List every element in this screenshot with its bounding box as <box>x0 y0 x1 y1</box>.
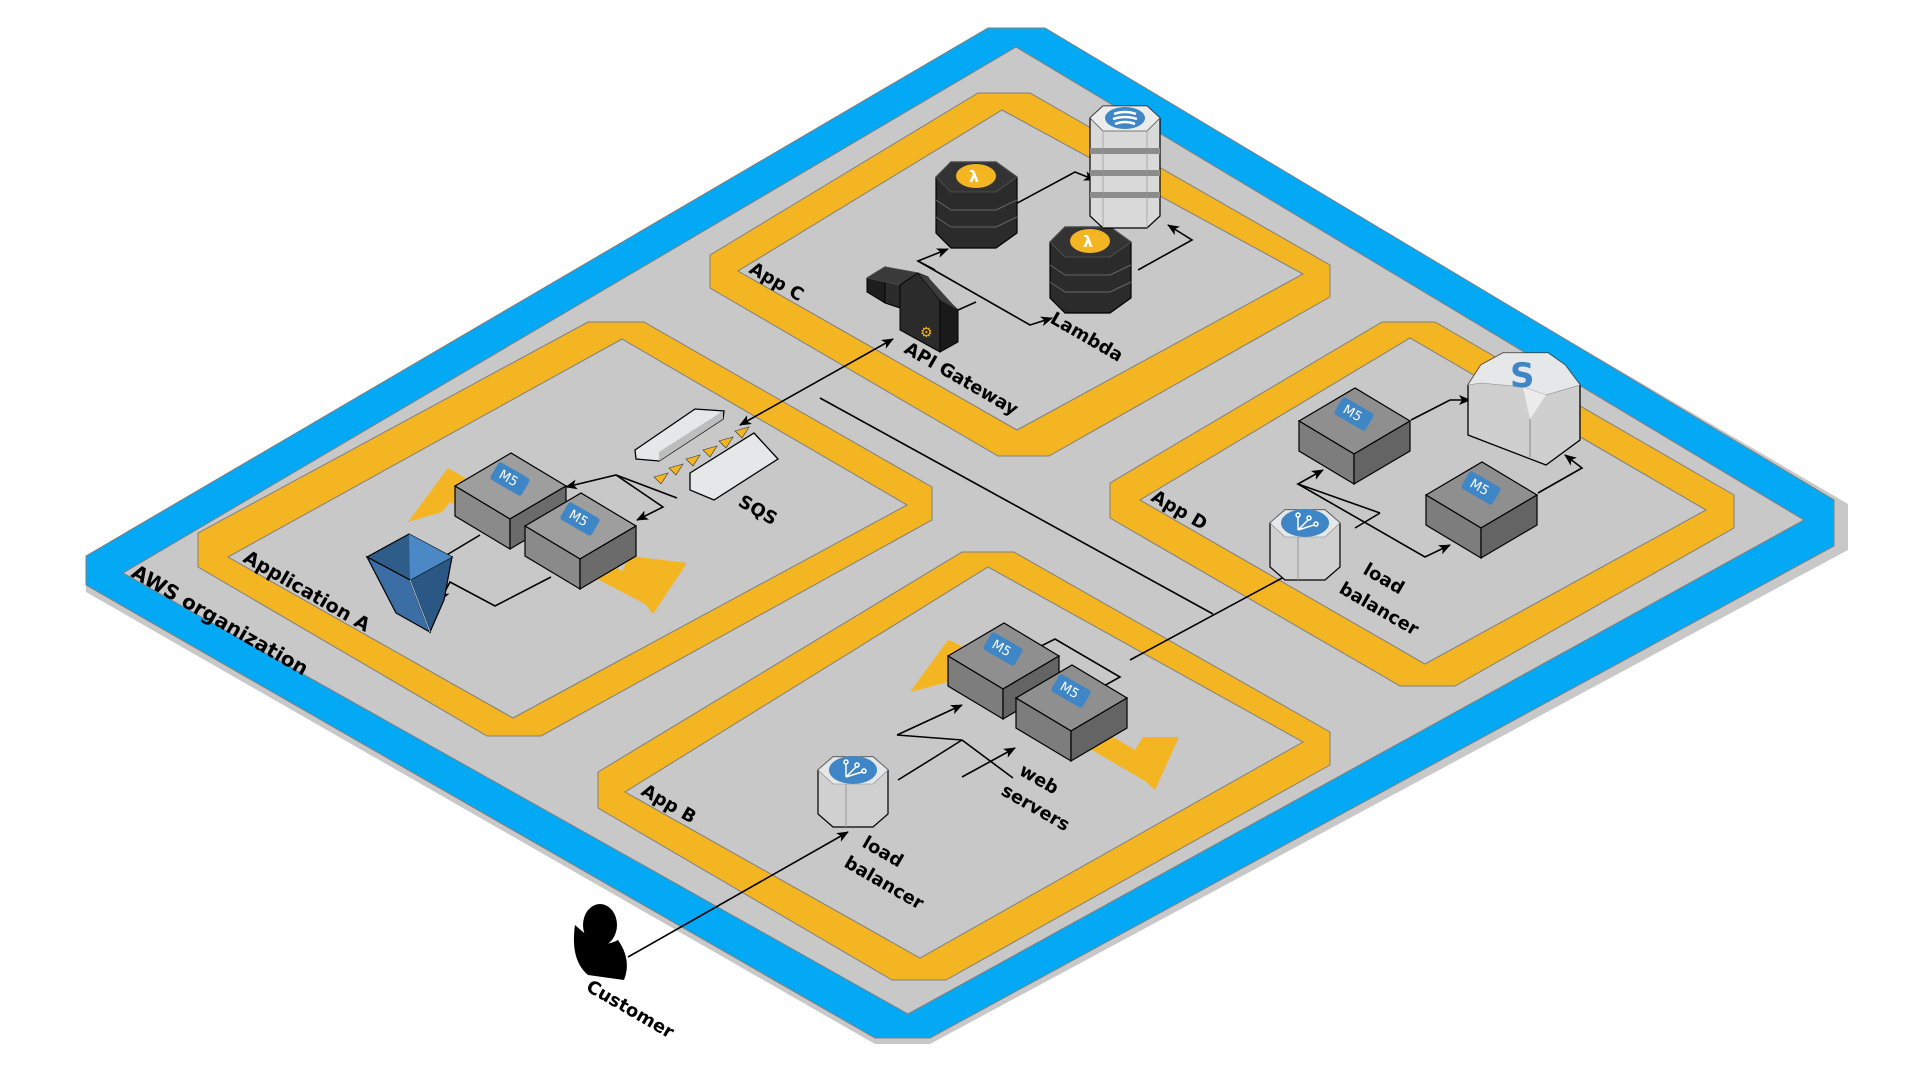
app-a-frame-border <box>197 321 933 737</box>
edge-sqs-to-m5-2 <box>615 474 665 521</box>
lambda-glyph: λ <box>1083 232 1093 251</box>
app-d-instance-1[interactable]: M5 <box>1297 387 1412 486</box>
app-a-instance-2[interactable]: M5 <box>523 492 638 591</box>
app-d-instance-2[interactable]: M5 <box>1424 461 1539 560</box>
edge-m5-to-bucket-1 <box>444 534 481 557</box>
edge-web-to-appd-lb <box>1129 569 1298 661</box>
edge-appb-to-web2b <box>961 747 1016 778</box>
database-icon[interactable] <box>1089 105 1161 229</box>
edge-appd-lb-split <box>1354 512 1381 529</box>
app-b-frame-border <box>597 551 1331 981</box>
app-b-instance-2[interactable]: M5 <box>1014 664 1129 763</box>
edge-appb-lb-to-web1 <box>896 704 963 736</box>
lb-glyph <box>1295 512 1319 531</box>
connectors <box>439 171 1584 958</box>
app-a-nodes: SQS M5 M5 <box>365 408 781 634</box>
lb-glyph <box>843 759 867 778</box>
customer-icon[interactable] <box>573 904 627 980</box>
api-gateway-icon[interactable]: ⚙ <box>866 266 959 353</box>
lambda-glyph: λ <box>969 167 979 186</box>
customer-label: Customer <box>583 976 678 1043</box>
s3-bucket-icon[interactable] <box>365 533 454 634</box>
db-glyph <box>1112 110 1138 126</box>
org-frame-border <box>85 27 1835 1039</box>
lambda-2-icon[interactable]: λ <box>1049 226 1132 314</box>
edge-appd-m5-2-to-s <box>1537 454 1584 494</box>
edge-appd-m5-1-to-s <box>1410 395 1471 421</box>
app-d-load-balancer-icon[interactable] <box>1269 509 1341 581</box>
edge-appb-split <box>896 734 963 741</box>
org-frame-shadow <box>86 34 1848 1044</box>
app-a-instance-1[interactable]: M5 <box>453 452 568 551</box>
lambda-1-icon[interactable]: λ <box>935 161 1018 249</box>
storage-icon[interactable]: S <box>1467 352 1581 466</box>
edge-sqs-api <box>739 338 894 426</box>
edge-appd-lb-to-m5-2 <box>1297 483 1451 558</box>
storage-glyph: S <box>1510 356 1535 396</box>
sqs-icon <box>634 408 780 501</box>
edge-customer-to-lb <box>627 831 849 958</box>
app-d-nodes: M5 M5 S load b <box>1269 352 1581 640</box>
edge-appb-lb-to-web <box>897 739 963 781</box>
edge-api-link <box>819 397 1214 615</box>
edge-appb-lb-to-web2 <box>961 739 1014 779</box>
edge-lambda1-to-db <box>1009 171 1096 208</box>
edge-api-bus-tick <box>957 301 977 311</box>
edge-lambda2-to-db <box>1137 224 1194 271</box>
edge-api-bus <box>917 260 1053 327</box>
gears-icon: ⚙ <box>920 325 933 341</box>
app-b-load-balancer-icon[interactable] <box>817 756 889 828</box>
